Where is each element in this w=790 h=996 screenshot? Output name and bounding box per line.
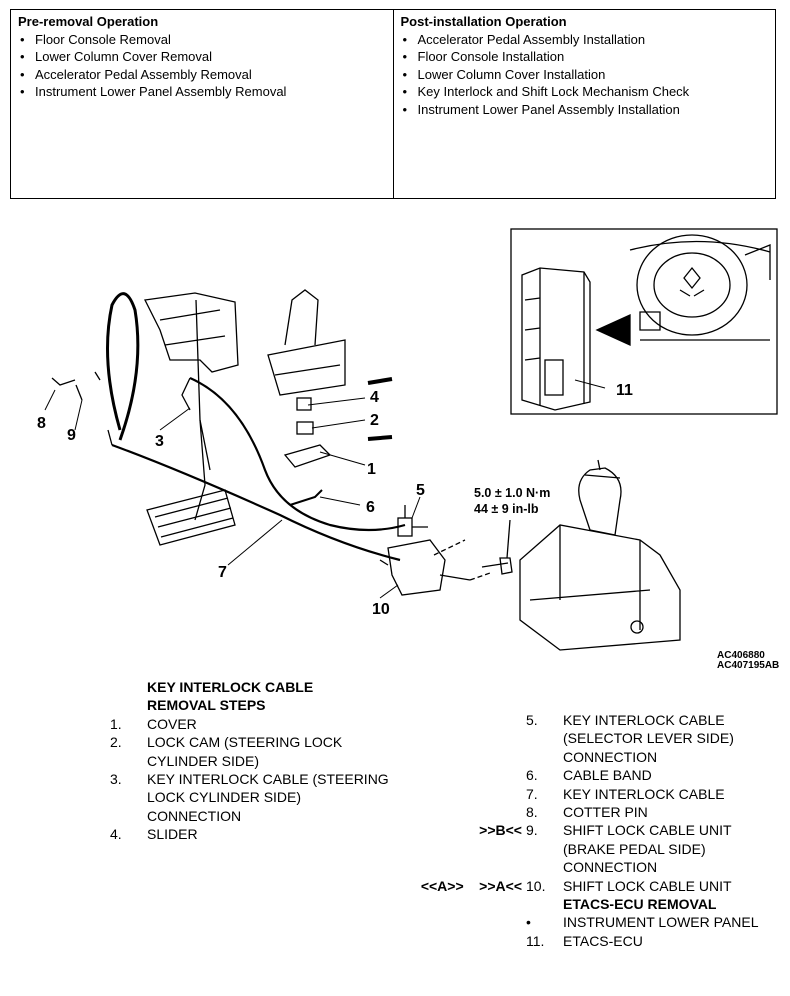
torque-nm: 5.0 ± 1.0 N·m	[474, 486, 550, 500]
shift-lever-assembly	[519, 524, 681, 651]
operations-table: Pre-removal Operation Floor Console Remo…	[10, 9, 776, 199]
step-number: 5.	[526, 712, 538, 728]
list-item: <<A>> >>A<< 10. SHIFT LOCK CABLE UNIT	[396, 877, 786, 895]
list-item: Instrument Lower Panel Assembly Installa…	[401, 101, 769, 119]
step-text: LOCK CAM (STEERING LOCK CYLINDER SIDE)	[147, 734, 343, 769]
torque-inlb: 44 ± 9 in-lb	[474, 502, 539, 516]
list-item: 6. CABLE BAND	[396, 766, 786, 784]
figure-code-1: AC406880	[717, 650, 765, 661]
post-installation-title: Post-installation Operation	[400, 14, 567, 29]
list-item: 2. LOCK CAM (STEERING LOCK CYLINDER SIDE…	[110, 733, 390, 770]
shift-lock-cable	[106, 292, 140, 441]
callout-11: 11	[616, 382, 633, 399]
step-mark: <<A>> >>A<<	[420, 877, 522, 894]
etacs-title: ETACS-ECU REMOVAL	[563, 896, 717, 913]
list-item: Lower Column Cover Removal	[18, 48, 386, 66]
list-item: 8. COTTER PIN	[396, 803, 786, 821]
list-item: Lower Column Cover Installation	[401, 66, 769, 84]
step-number: 4.	[110, 826, 122, 843]
pre-removal-column: Pre-removal Operation Floor Console Remo…	[11, 10, 393, 198]
step-text: KEY INTERLOCK CABLE (SELECTOR LEVER SIDE…	[563, 712, 734, 765]
step-mark	[396, 803, 526, 821]
steering-bracket	[144, 292, 239, 373]
step-text: KEY INTERLOCK CABLE (STEERING LOCK CYLIN…	[147, 771, 389, 824]
callout-3: 3	[155, 433, 164, 450]
callout-1: 1	[367, 461, 376, 478]
step-mark: >>B<<	[479, 822, 522, 839]
step-text: COTTER PIN	[563, 804, 648, 821]
callout-7: 7	[218, 564, 227, 581]
list-item: 5. KEY INTERLOCK CABLE (SELECTOR LEVER S…	[396, 711, 786, 766]
list-item: 1. COVER	[110, 715, 390, 733]
list-item: Accelerator Pedal Assembly Removal	[18, 66, 386, 84]
step-text: KEY INTERLOCK CABLE	[563, 785, 725, 802]
list-item: Floor Console Removal	[18, 31, 386, 49]
exploded-diagram: 11 4 2 1 6 5 7 10 3 8 9 5.0 ± 1.0 N·m 44…	[37, 228, 779, 671]
step-text: SHIFT LOCK CABLE UNIT (BRAKE PEDAL SIDE)…	[563, 822, 732, 876]
list-item: Floor Console Installation	[401, 48, 769, 66]
leader-11	[574, 379, 606, 389]
callout-9: 9	[67, 427, 76, 444]
step-number: 11.	[526, 932, 545, 949]
list-item: 4. SLIDER	[110, 825, 390, 843]
pre-removal-title: Pre-removal Operation	[18, 14, 159, 29]
step-number: 9.	[526, 822, 538, 839]
step-number: 8.	[526, 804, 538, 821]
removal-steps-right: 5. KEY INTERLOCK CABLE (SELECTOR LEVER S…	[396, 711, 786, 950]
key-interlock-cable	[189, 376, 406, 532]
post-installation-list: Accelerator Pedal Assembly Installation …	[401, 31, 769, 119]
steps-title: KEY INTERLOCK CABLE REMOVAL STEPS	[147, 679, 314, 714]
pre-removal-list: Floor Console Removal Lower Column Cover…	[18, 31, 386, 101]
etacs-inset-frame	[510, 228, 778, 415]
step-text: ETACS-ECU	[563, 932, 643, 949]
step-number: 3.	[110, 771, 122, 788]
step-number: 10.	[526, 877, 546, 894]
step-number: 2.	[110, 734, 122, 751]
etacs-ecu-body	[521, 267, 591, 411]
step-number: •	[526, 914, 531, 931]
step-text: SHIFT LOCK CABLE UNIT	[563, 877, 732, 894]
steering-wheel-icon	[636, 234, 748, 336]
shift-lock-unit	[387, 539, 446, 596]
brake-pedal	[146, 489, 236, 546]
callout-8: 8	[37, 415, 46, 432]
step-text: COVER	[147, 715, 197, 732]
callout-5: 5	[416, 482, 425, 499]
list-item: Accelerator Pedal Assembly Installation	[401, 31, 769, 49]
step-mark	[396, 766, 526, 784]
removal-steps-left: KEY INTERLOCK CABLE REMOVAL STEPS 1. COV…	[110, 678, 390, 844]
list-item: 11. ETACS-ECU	[396, 932, 786, 950]
step-text: SLIDER	[147, 826, 198, 843]
post-installation-column: Post-installation Operation Accelerator …	[392, 10, 776, 198]
callout-10: 10	[372, 601, 390, 618]
callout-2: 2	[370, 412, 379, 429]
figure-code-2: AC407195AB	[717, 660, 779, 671]
steering-lock-cylinder	[267, 339, 346, 396]
callout-6: 6	[366, 499, 375, 516]
list-item: Key Interlock and Shift Lock Mechanism C…	[401, 83, 769, 101]
step-mark	[396, 785, 526, 803]
list-item: • INSTRUMENT LOWER PANEL	[396, 913, 786, 931]
list-item: >>B<< 9. SHIFT LOCK CABLE UNIT (BRAKE PE…	[396, 821, 786, 876]
step-number: 1.	[110, 715, 122, 732]
step-text: CABLE BAND	[563, 767, 652, 784]
step-mark	[396, 711, 526, 766]
list-item: 3. KEY INTERLOCK CABLE (STEERING LOCK CY…	[110, 770, 390, 825]
list-item: ETACS-ECU REMOVAL	[396, 895, 786, 913]
list-item: 7. KEY INTERLOCK CABLE	[396, 785, 786, 803]
step-number: 6.	[526, 767, 538, 784]
callout-4: 4	[370, 389, 379, 406]
step-text: INSTRUMENT LOWER PANEL	[563, 914, 759, 931]
list-item: Instrument Lower Panel Assembly Removal	[18, 83, 386, 101]
step-number: 7.	[526, 785, 538, 802]
